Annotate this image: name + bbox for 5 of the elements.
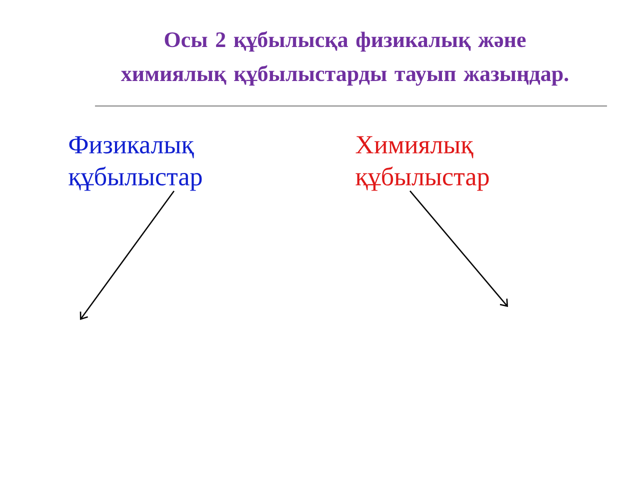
category-heading: Химиялық құбылыстар (356, 136, 489, 191)
arrow (410, 190, 508, 307)
category-heading: Физикалық құбылыстар (68, 136, 202, 191)
arrow (80, 190, 175, 320)
title: Осы 2 құбылысқа физикалық және химиялық құбылыстарды тауып жазыңдар. (104, 30, 586, 87)
